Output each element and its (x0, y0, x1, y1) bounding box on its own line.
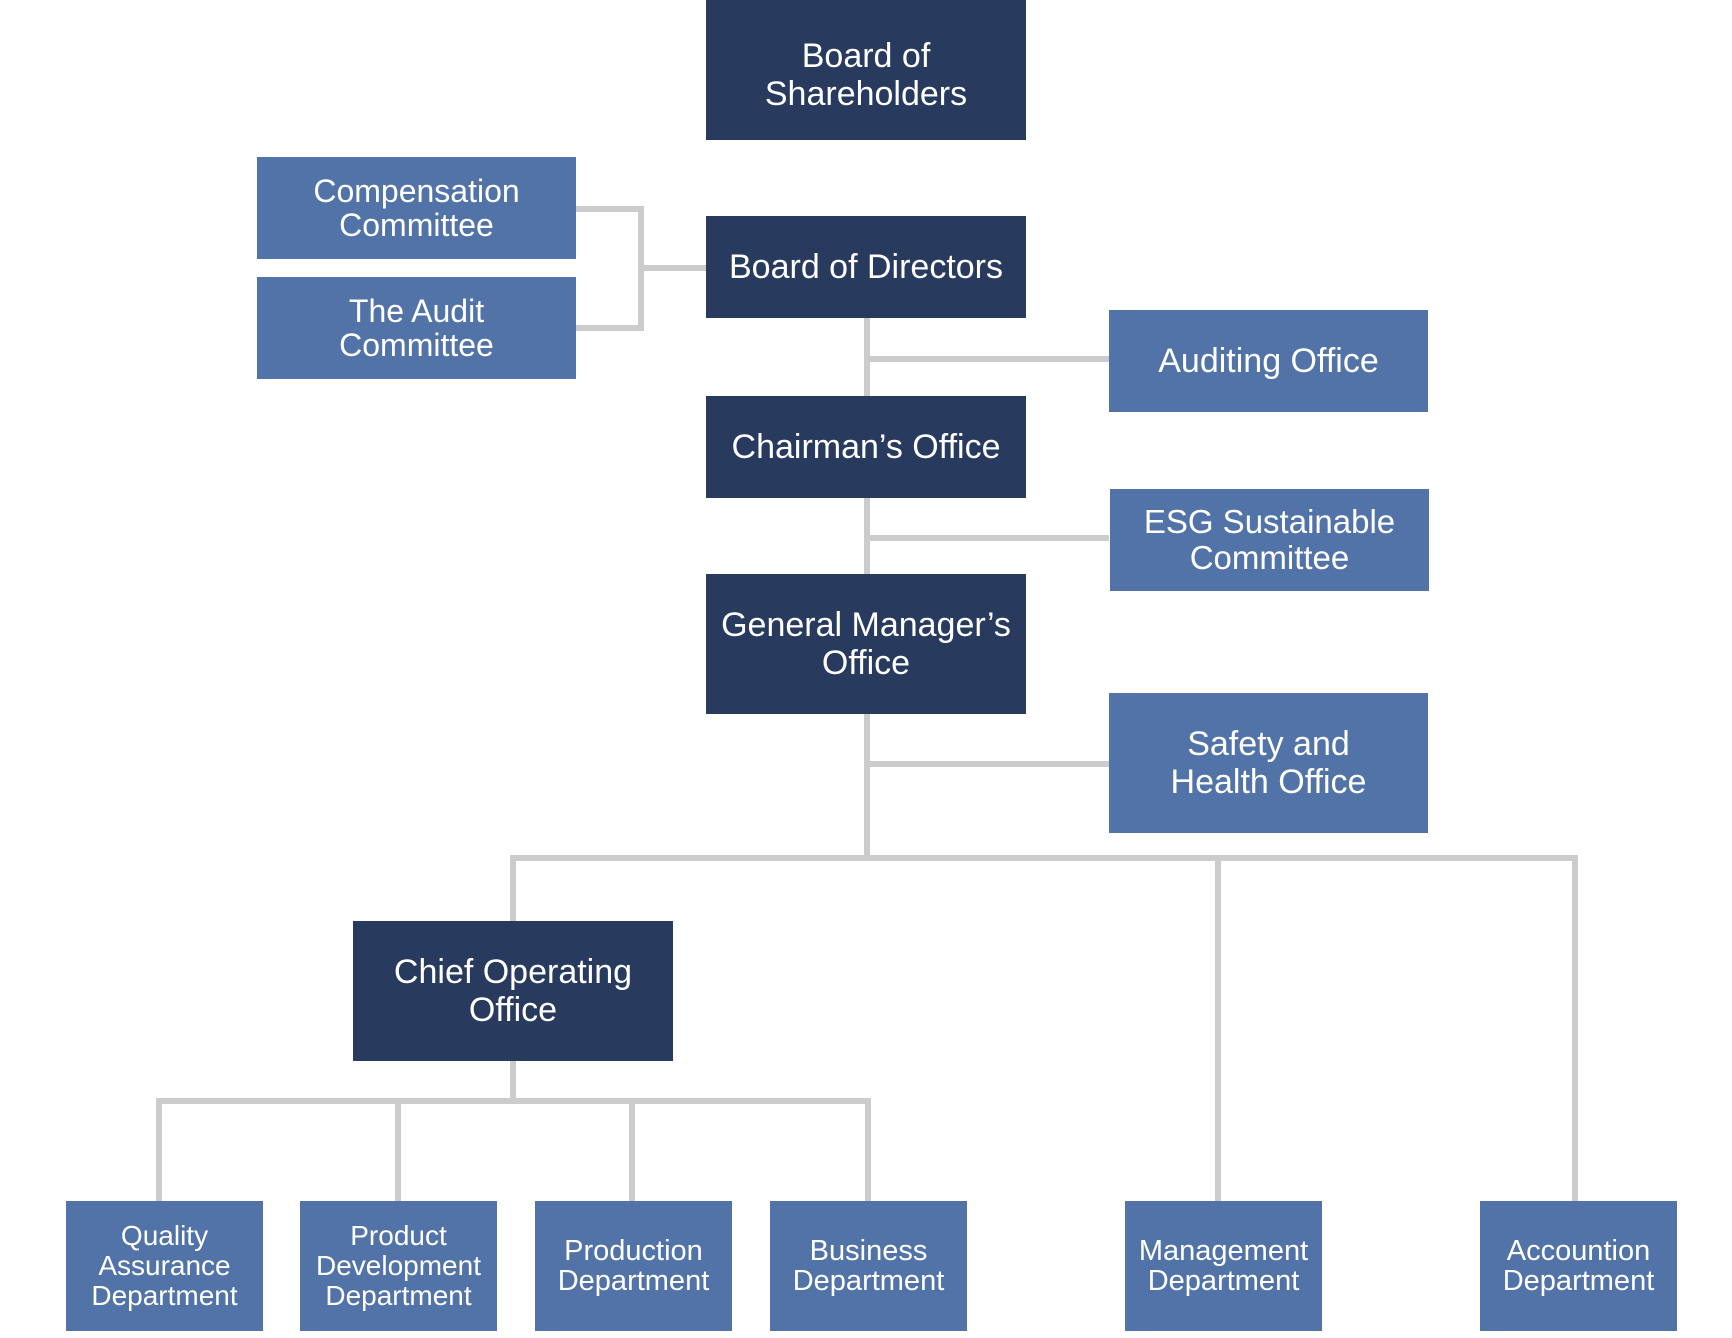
chairmans-office-label: Chairman’s Office (731, 428, 1001, 466)
connector-coo-horizontal (156, 1098, 871, 1104)
general-managers-office-line1: General Manager’s (721, 606, 1011, 644)
audit-committee-box: The Audit Committee (257, 277, 576, 379)
management-line1: Management (1138, 1235, 1309, 1267)
esg-committee-line1: ESG Sustainable (1143, 503, 1396, 540)
connector-to-production (629, 1098, 635, 1201)
chief-operating-office-line2: Office (468, 991, 558, 1029)
board-of-directors-box: Board of Directors (706, 216, 1026, 318)
safety-health-office-line1: Safety and (1187, 725, 1350, 763)
quality-assurance-line2: Assurance (98, 1250, 231, 1281)
production-line2: Department (557, 1265, 710, 1297)
management-line2: Department (1147, 1265, 1300, 1297)
connector-committees-to-board (638, 265, 708, 271)
connector-esg-committee (864, 535, 1109, 541)
compensation-committee-line1: Compensation (313, 173, 520, 209)
connector-to-business (865, 1098, 871, 1201)
product-development-line2: Development (316, 1250, 481, 1281)
chairmans-office-box: Chairman’s Office (706, 396, 1026, 498)
connector-audit-committee (575, 325, 644, 331)
product-development-department-box: Product Development Department (300, 1201, 497, 1331)
management-department-box: Management Department (1125, 1201, 1322, 1331)
board-of-directors-label: Board of Directors (729, 248, 1003, 286)
connector-to-accountion (1572, 855, 1578, 1201)
connector-gm-horizontal (510, 855, 1578, 861)
safety-health-office-line2: Health Office (1170, 763, 1367, 801)
connector-to-coo (510, 855, 516, 921)
quality-assurance-department-box: Quality Assurance Department (66, 1201, 263, 1331)
esg-committee-box: ESG Sustainable Committee (1110, 489, 1429, 591)
connector-coo-down (510, 1060, 516, 1104)
connector-to-quality (156, 1098, 162, 1201)
board-of-shareholders-box: Board of Shareholders (706, 0, 1026, 140)
chief-operating-office-box: Chief Operating Office (353, 921, 673, 1061)
product-development-line3: Department (325, 1280, 472, 1311)
quality-assurance-line1: Quality (120, 1220, 209, 1251)
product-development-line1: Product (350, 1220, 447, 1251)
business-line2: Department (792, 1265, 945, 1297)
general-managers-office-line2: Office (821, 644, 911, 682)
general-managers-office-box: General Manager’s Office (706, 574, 1026, 714)
business-line1: Business (809, 1235, 928, 1267)
chief-operating-office-line1: Chief Operating (393, 953, 633, 991)
connector-auditing-office (864, 356, 1109, 362)
connector-trunk-gm-down (864, 713, 870, 861)
accountion-department-box: Accountion Department (1480, 1201, 1677, 1331)
auditing-office-box: Auditing Office (1109, 310, 1428, 412)
business-department-box: Business Department (770, 1201, 967, 1331)
accountion-line2: Department (1502, 1265, 1655, 1297)
accountion-line1: Accountion (1506, 1235, 1651, 1267)
production-line1: Production (564, 1235, 703, 1267)
audit-committee-line2: Committee (339, 327, 494, 363)
audit-committee-line1: The Audit (348, 293, 485, 329)
board-of-shareholders-line1: Board of (801, 37, 931, 75)
safety-health-office-box: Safety and Health Office (1109, 693, 1428, 833)
quality-assurance-line3: Department (91, 1280, 238, 1311)
connector-to-product-dev (395, 1098, 401, 1201)
esg-committee-line2: Committee (1189, 539, 1350, 576)
compensation-committee-line2: Committee (339, 207, 494, 243)
connector-compensation (575, 206, 644, 212)
board-of-shareholders-line2: Shareholders (764, 75, 968, 113)
connector-safety-office (864, 761, 1109, 767)
connector-to-management (1215, 855, 1221, 1201)
compensation-committee-box: Compensation Committee (257, 157, 576, 259)
auditing-office-label: Auditing Office (1158, 342, 1379, 380)
production-department-box: Production Department (535, 1201, 732, 1331)
